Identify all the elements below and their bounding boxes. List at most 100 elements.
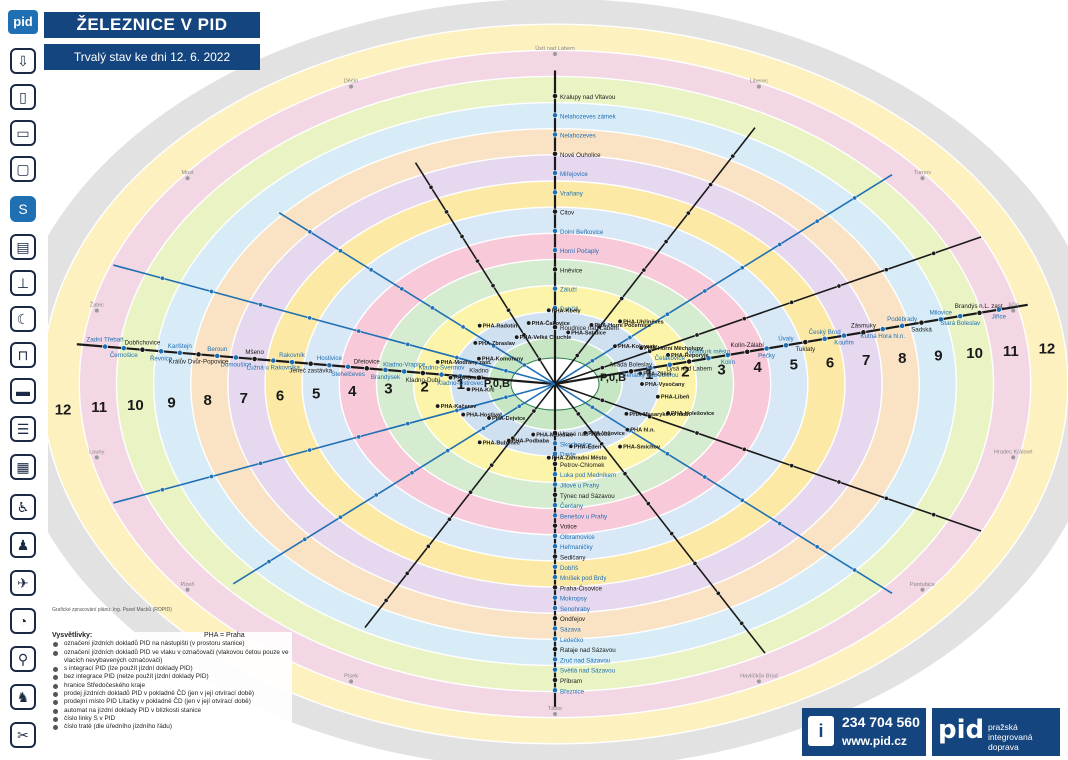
station-dot: [457, 373, 464, 380]
station-dot: [552, 553, 558, 560]
station-dot: [251, 356, 258, 362]
station-dot: [692, 561, 698, 566]
station-label: PHA-Libeň: [661, 395, 690, 401]
station-dot: [266, 559, 272, 564]
station-dot: [552, 687, 558, 694]
walk-icon[interactable]: ⇩: [10, 48, 36, 74]
zone-number-label: 4: [754, 359, 763, 376]
station-dot: [552, 615, 558, 622]
map-credit: Grafické zpracování plánu: Ing. Pavel Ma…: [52, 607, 172, 613]
station-dot: [777, 242, 783, 247]
pid-logo-icon[interactable]: pid: [8, 10, 38, 34]
regional-bus-icon[interactable]: ▬: [10, 378, 36, 404]
station-label: Horní Počaply: [560, 248, 600, 255]
zone-number-label: 2: [681, 364, 689, 381]
legend-item: číslo linky S v PID: [52, 715, 292, 723]
zone-number-label: 8: [898, 350, 906, 367]
station-dot: [619, 296, 625, 301]
station-dot: [506, 438, 512, 444]
station-dot: [270, 357, 277, 364]
ticket-icon[interactable]: ☰: [10, 416, 36, 442]
station-dot: [307, 315, 312, 321]
terminal-dot: [1011, 455, 1016, 460]
station-dot: [552, 563, 558, 570]
station-dot: [552, 502, 558, 508]
station-label: Kladno-Švermov: [419, 365, 466, 372]
legend-item: automat na jízdní doklady PID v blízkost…: [52, 707, 292, 715]
metro-icon[interactable]: ⊓: [10, 342, 36, 368]
station-dot: [552, 112, 558, 119]
station-dot: [552, 170, 558, 176]
station-dot: [401, 368, 408, 375]
station-dot: [120, 345, 127, 352]
contact-web-link[interactable]: www.pid.cz: [842, 734, 907, 748]
brand-box: pid pražská integrovaná doprava: [932, 708, 1060, 756]
tram-icon[interactable]: ▯: [10, 84, 36, 110]
station-label: Nelahozeves: [560, 133, 596, 140]
luggage-icon[interactable]: ✂: [10, 722, 36, 748]
dog-icon[interactable]: ♞: [10, 684, 36, 710]
legend-list: označení jízdních dokladů PID na nástupi…: [52, 640, 292, 731]
station-dot: [663, 239, 669, 244]
station-label: Skochovice: [560, 441, 592, 448]
trolleybus-icon[interactable]: ▢: [10, 156, 36, 182]
contact-box: i 234 704 560 www.pid.cz: [802, 708, 926, 756]
station-label: Praha-Čisovice: [560, 585, 603, 592]
terminal-label: Jičín: [1007, 303, 1019, 309]
funicular-icon[interactable]: ▤: [10, 234, 36, 260]
station-label: PHA-Řeporyje: [671, 351, 709, 359]
transfer-icon[interactable]: ▦: [10, 454, 36, 480]
station-dot: [777, 521, 783, 526]
terminal-dot: [553, 712, 557, 716]
night-icon[interactable]: ☾: [10, 306, 36, 332]
wheelchair-icon[interactable]: ♿: [10, 494, 36, 520]
bus-icon[interactable]: ▭: [10, 120, 36, 146]
zone-number-label: 11: [1003, 343, 1019, 360]
station-label: Ondřejov: [560, 616, 586, 623]
terminal-dot: [920, 587, 925, 592]
station-label: Kouřim: [834, 340, 854, 347]
station-dot: [506, 307, 511, 313]
station-dot: [195, 351, 202, 358]
family-icon[interactable]: ♟: [10, 532, 36, 558]
station-label: Heřmaničky: [560, 544, 594, 551]
station-dot: [552, 656, 558, 663]
terminal-label: Havlíčkův Brod: [740, 672, 778, 679]
station-label: Jílové u Prahy: [560, 482, 600, 489]
station-dot: [460, 412, 466, 418]
airport-icon[interactable]: ✈: [10, 570, 36, 596]
station-dot: [459, 234, 465, 239]
station-dot: [338, 514, 343, 520]
station-label: Mníšek pod Brdy: [560, 575, 607, 582]
zone-number-label: 10: [127, 397, 144, 414]
station-label: PHA-Zličín: [643, 371, 672, 377]
station-dot: [530, 432, 536, 437]
legend: Vysvětlivky: PHA = Praha označení jízdní…: [52, 632, 292, 756]
bike-icon[interactable]: ⚲: [10, 646, 36, 672]
station-label: PHA-Smíchov: [623, 445, 661, 451]
station-dot: [546, 455, 552, 461]
station-label: Benešov u Prahy: [560, 513, 608, 520]
station-label: Rataje nad Sázavou: [560, 647, 616, 654]
ferry-icon[interactable]: ⊥: [10, 270, 36, 296]
station-dot: [814, 218, 820, 224]
station-label: Brandýs n.L. zast.: [955, 303, 1005, 310]
rail-line: [113, 383, 556, 504]
station-dot: [655, 394, 661, 400]
station-label: Petrov-Chlomek: [560, 462, 605, 469]
train-icon[interactable]: S: [10, 196, 36, 222]
station-dot: [445, 448, 451, 453]
station-dot: [160, 487, 165, 493]
station-dot: [565, 329, 571, 335]
station-dot: [918, 319, 925, 326]
station-dot: [694, 332, 700, 338]
map-validity-date: Trvalý stav ke dni 12. 6. 2022: [44, 44, 260, 70]
terminal-dot: [553, 52, 557, 56]
rail-line: [554, 383, 893, 594]
station-dot: [821, 335, 828, 342]
contact-phone[interactable]: 234 704 560: [842, 714, 920, 730]
station-dot: [937, 316, 944, 323]
station-dot: [612, 343, 618, 349]
pram-icon[interactable]: ◔: [10, 608, 36, 634]
